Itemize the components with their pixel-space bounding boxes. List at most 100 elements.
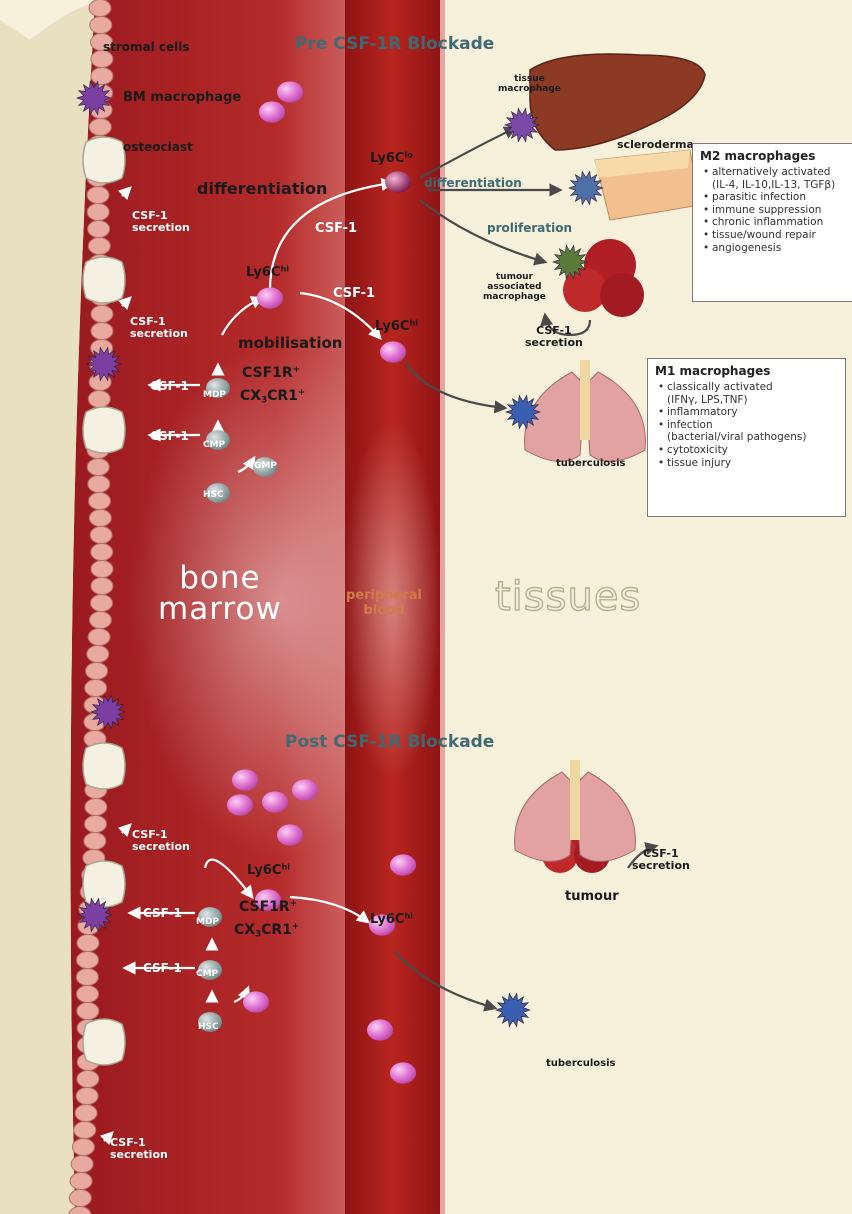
cell — [262, 791, 288, 812]
proliferation-label: proliferation — [487, 222, 572, 235]
m1-item: infection — [667, 419, 845, 432]
stromal-cell — [91, 68, 113, 85]
ly6c-lo-label: Ly6Clo — [370, 152, 413, 167]
stromal-cell — [86, 663, 108, 680]
m2-item: chronic inflammation — [712, 216, 852, 229]
m2-title: M2 macrophages — [700, 149, 852, 163]
stromal-cell — [91, 544, 113, 561]
tissues-label: tissues — [495, 575, 641, 620]
pre-blockade-title: Pre CSF-1R Blockade — [295, 35, 494, 54]
cell — [243, 991, 269, 1012]
cell — [232, 769, 258, 790]
ly6c-hi-blood-label-post: Ly6Chi — [370, 913, 413, 928]
cx3cr1-marker-post: CX3CR1+ — [234, 923, 299, 939]
stromal-cell — [76, 952, 98, 969]
hsc-label-pre: HSC — [203, 490, 224, 500]
mobilisation-label: mobilisation — [238, 335, 342, 352]
cell — [390, 854, 416, 875]
m2-macrophages-box: M2 macrophages alternatively activated(I… — [692, 143, 852, 302]
cell — [227, 794, 253, 815]
cell — [292, 779, 318, 800]
m2-item: parasitic infection — [712, 191, 852, 204]
m1-item: cytotoxicity — [667, 444, 845, 457]
cmp-label-pre: CMP — [203, 440, 225, 450]
stromal-cell — [69, 1190, 91, 1207]
mdp-label-post: MDP — [196, 917, 219, 927]
differentiation-bm-label: differentiation — [197, 180, 327, 198]
cx3cr1-marker-pre: CX3CR1+ — [240, 389, 305, 405]
stromal-cell — [91, 306, 113, 323]
scleroderma-label: scleroderma — [617, 139, 694, 151]
csf1-arrow-pre-2: CSF-1 — [150, 430, 189, 443]
tumour-associated-macrophage-label: tumourassociatedmacrophage — [483, 272, 546, 302]
mdp-label-pre: MDP — [203, 390, 226, 400]
stromal-cell — [89, 510, 111, 527]
stromal-cell — [89, 612, 111, 629]
stromal-cell — [91, 323, 113, 340]
cell — [259, 101, 285, 122]
csf1-arrow-post-2: CSF-1 — [143, 962, 182, 975]
stromal-cell — [88, 238, 110, 255]
cell — [367, 1019, 393, 1040]
m1-title: M1 macrophages — [655, 364, 845, 378]
hsc-label-post: HSC — [198, 1022, 219, 1032]
stromal-cell — [76, 1088, 98, 1105]
ly6c-hi-blood-label: Ly6Chi — [375, 320, 418, 335]
stromal-cell — [89, 0, 111, 17]
differentiation-tissue-label: differentiation — [424, 177, 522, 190]
stromal-cell — [88, 476, 110, 493]
m2-item: alternatively activated — [712, 166, 852, 179]
csf1r-marker-pre: CSF1R+ — [242, 366, 300, 382]
m1-list: classically activated(IFNγ, LPS,TNF)infl… — [655, 381, 845, 469]
ly6c-hi-bm-label: Ly6Chi — [246, 266, 289, 281]
m1-item: classically activated — [667, 381, 845, 394]
m2-item: immune suppression — [712, 204, 852, 217]
stromal-cell — [90, 527, 112, 544]
stromal-cell — [70, 1173, 92, 1190]
cell — [257, 287, 283, 308]
stromal-cell — [89, 119, 111, 136]
csf1-arrow-post-1: CSF-1 — [143, 907, 182, 920]
cell — [277, 81, 303, 102]
csf1-secretion-pre-2: CSF-1secretion — [130, 316, 188, 341]
stromal-cell — [87, 646, 109, 663]
stromal-cell — [85, 680, 107, 697]
csf1-midline-pre-1: CSF-1 — [315, 222, 357, 237]
stromal-cell — [77, 1071, 99, 1088]
stromal-cell — [72, 1139, 94, 1156]
m1-item: (bacterial/viral pathogens) — [667, 431, 845, 444]
stromal-cell — [74, 1122, 96, 1139]
tumour-label: tumour — [565, 890, 619, 905]
csf1-arrow-pre-1: CSF-1 — [150, 380, 189, 393]
m2-item: angiogenesis — [712, 242, 852, 255]
post-blockade-title: Post CSF-1R Blockade — [285, 733, 494, 752]
stromal-cell — [89, 493, 111, 510]
csf1r-marker-post: CSF1R+ — [239, 900, 297, 916]
m1-item: inflammatory — [667, 406, 845, 419]
stromal-cell — [87, 204, 109, 221]
stromal-cell — [90, 17, 112, 34]
cell — [385, 171, 411, 192]
m2-item: tissue/wound repair — [712, 229, 852, 242]
cmp-label-post: CMP — [196, 969, 218, 979]
osteoclast-label: osteoclast — [123, 141, 193, 154]
stromal-cell — [87, 187, 109, 204]
stromal-cell — [76, 986, 98, 1003]
m1-macrophages-box: M1 macrophages classically activated(IFN… — [647, 358, 846, 517]
m1-item: (IFNγ, LPS,TNF) — [667, 394, 845, 407]
stromal-cell — [87, 459, 109, 476]
m1-item: tissue injury — [667, 457, 845, 470]
stromal-cell — [85, 816, 107, 833]
stromal-cell — [88, 391, 110, 408]
stromal-cell — [91, 561, 113, 578]
stromal-cell — [75, 1105, 97, 1122]
csf1-midline-pre-2: CSF-1 — [333, 287, 375, 302]
cell — [390, 1062, 416, 1083]
stromal-cell — [84, 833, 106, 850]
